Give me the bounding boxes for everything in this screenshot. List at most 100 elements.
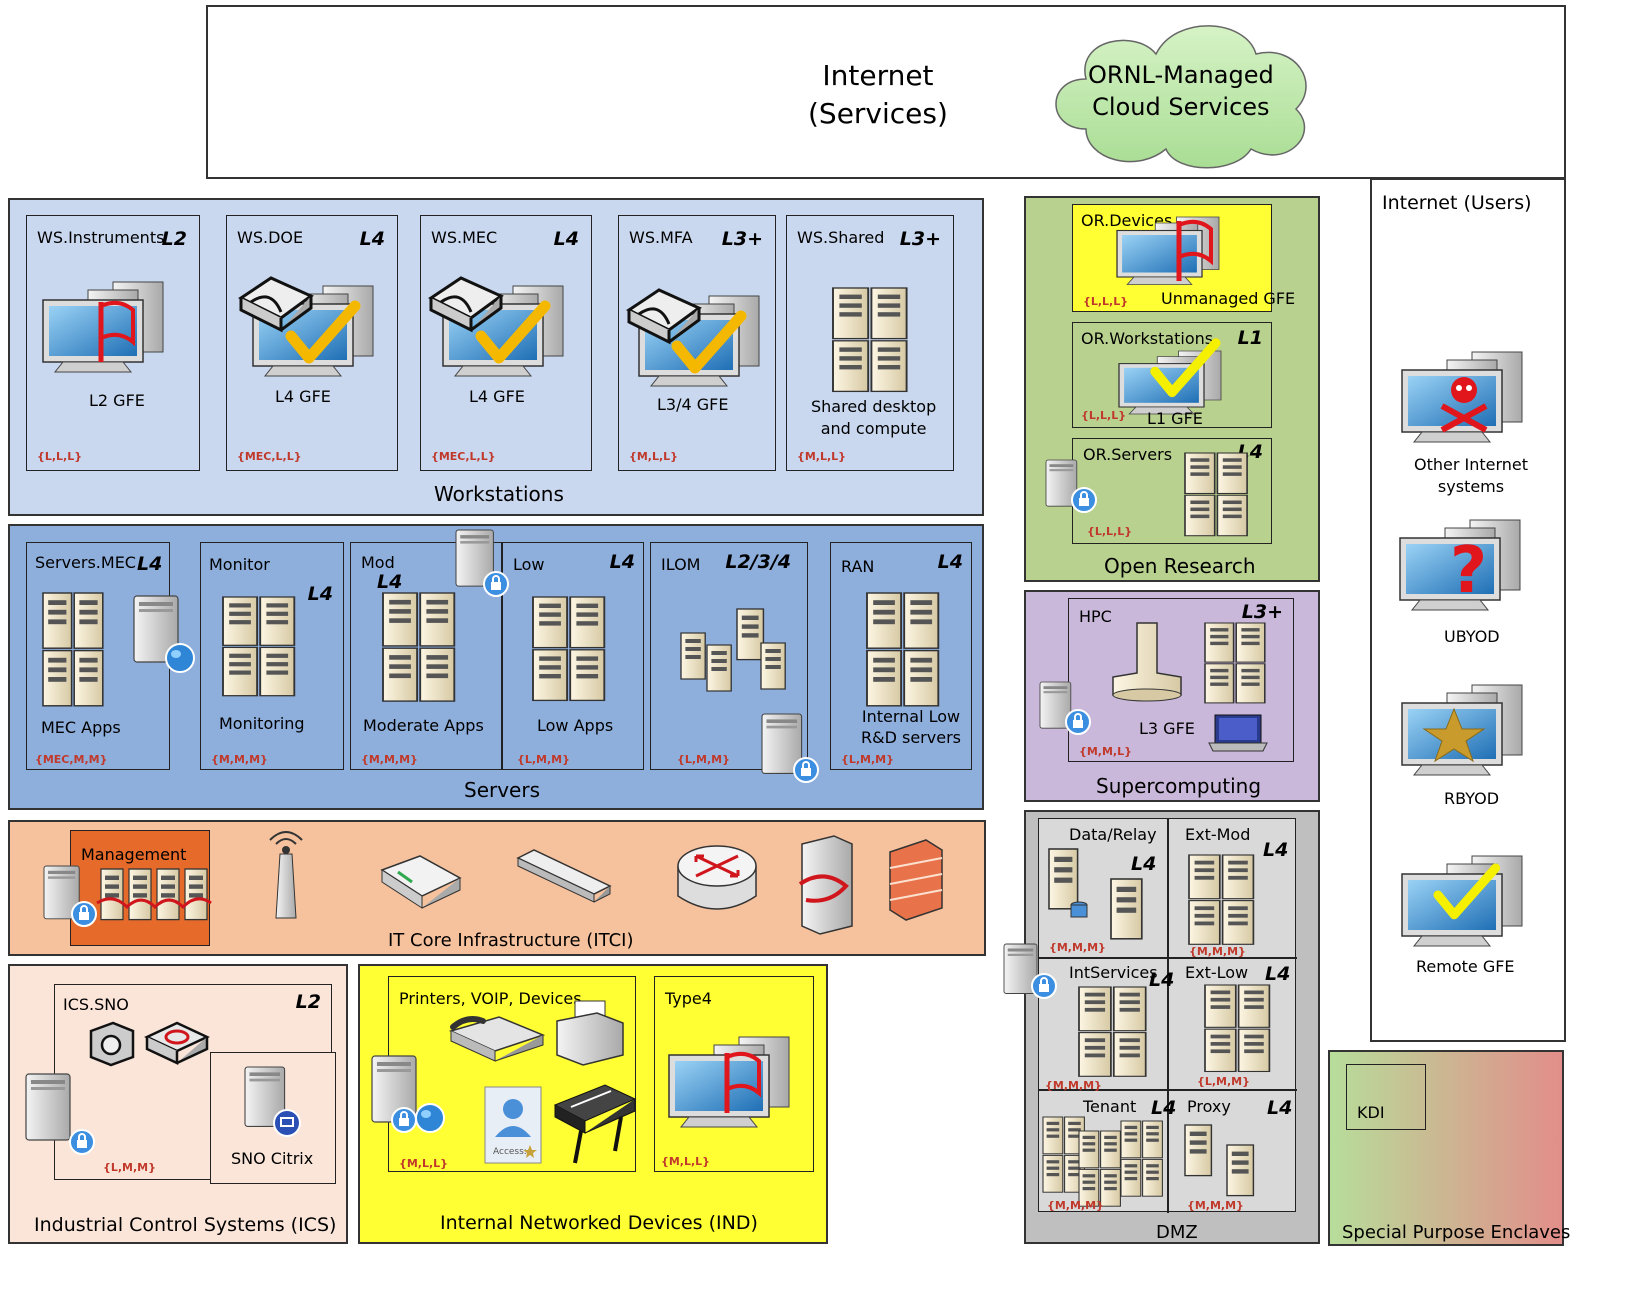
ilom-enclave: ILOM L2/3/4 {L,M,M} bbox=[650, 542, 808, 770]
management-servers-icon bbox=[96, 868, 212, 921]
dmz-cell-level: L4 bbox=[1267, 1097, 1293, 1119]
server-cluster-icon bbox=[680, 608, 786, 692]
workstation-pc-icon bbox=[42, 281, 164, 373]
special-purpose-region: KDI Special Purpose Enclaves bbox=[1328, 1050, 1570, 1246]
lock-icon bbox=[483, 571, 509, 597]
dmz-cell-code: {M,M,M} bbox=[1047, 1199, 1104, 1212]
supercomputing-title: Supercomputing bbox=[1096, 774, 1262, 798]
enclave-code: {M,M,M} bbox=[361, 753, 418, 766]
dmz-cell-code: {M,M,M} bbox=[1187, 1199, 1244, 1212]
enclave-caption: Internal Low R&D servers bbox=[861, 707, 961, 747]
dmz-cell-name: Data/Relay bbox=[1069, 825, 1157, 844]
network-hub-icon bbox=[380, 855, 462, 909]
dmz-cell-level: L4 bbox=[1151, 1097, 1177, 1119]
enclave-name: HPC bbox=[1079, 607, 1112, 626]
enclave-code: {L,M,M} bbox=[517, 753, 570, 766]
skull-icon bbox=[1440, 377, 1488, 433]
enclave-code: {M,M,M} bbox=[211, 753, 268, 766]
enclave-level: L2 bbox=[161, 228, 187, 250]
ind-region: Internal Networked Devices (IND) Printer… bbox=[358, 964, 828, 1244]
enclave-code: {L,L,L} bbox=[1081, 409, 1127, 422]
server-rack-icon bbox=[533, 597, 613, 707]
tenant-servers-icon bbox=[1043, 1117, 1167, 1197]
internet-title: Internet (Services) bbox=[808, 59, 948, 130]
ics-region: Industrial Control Systems (ICS) ICS.SNO… bbox=[8, 964, 348, 1244]
sno-citrix-enclave: SNO Citrix bbox=[210, 1052, 336, 1184]
network-switch-icon bbox=[516, 849, 612, 903]
citrix-server-icon bbox=[244, 1066, 301, 1137]
ics-title: Industrial Control Systems (ICS) bbox=[34, 1214, 337, 1236]
globe-icon bbox=[165, 643, 195, 673]
lock-icon bbox=[1071, 487, 1097, 513]
enclave-code: {M,L,L} bbox=[399, 1157, 448, 1170]
enclave-level: L3+ bbox=[1241, 601, 1283, 623]
enclave-code: {L,L,L} bbox=[37, 450, 83, 463]
kdi-enclave: KDI bbox=[1346, 1064, 1426, 1130]
badge-reader-text: Access: bbox=[493, 1147, 527, 1157]
dmz-cell-code: {M,M,M} bbox=[1045, 1079, 1102, 1092]
type4-pc-icon bbox=[668, 1036, 790, 1128]
lock-icon bbox=[1065, 709, 1091, 735]
web-server-icon bbox=[133, 595, 195, 673]
enclave-caption: L3/4 GFE bbox=[657, 395, 729, 414]
enclave-name: WS.MFA bbox=[629, 228, 693, 247]
secure-server-icon bbox=[1045, 459, 1097, 513]
lock-icon bbox=[391, 1107, 417, 1133]
sensor-icon bbox=[89, 1021, 135, 1067]
internet-users-region: Internet (Users) Other Internet systems … bbox=[1370, 178, 1566, 1042]
enclave-caption: L1 GFE bbox=[1147, 409, 1203, 428]
rbyod-pc-icon bbox=[1401, 684, 1523, 776]
management-label: Management bbox=[81, 845, 187, 864]
internet-users-title: Internet (Users) bbox=[1382, 192, 1532, 214]
enclave-level: L3+ bbox=[721, 228, 763, 250]
internet-services-region: Internet (Services) ORNL-Managed Cloud S… bbox=[206, 5, 1566, 179]
dmz-region: DMZ Data/Relay L4 {M,M,M} Ext-Mod L4 {M,… bbox=[1024, 810, 1320, 1244]
remote-gfe-label: Remote GFE bbox=[1416, 957, 1515, 976]
firewall-icon bbox=[889, 839, 943, 921]
enclave-caption: Unmanaged GFE bbox=[1161, 289, 1296, 308]
lock-icon bbox=[71, 901, 97, 927]
laptop-icon bbox=[1208, 714, 1268, 752]
cloud-icon bbox=[1055, 25, 1307, 169]
server-rack-icon bbox=[867, 593, 947, 713]
secure-server-icon bbox=[455, 529, 509, 597]
citrix-label: SNO Citrix bbox=[231, 1149, 314, 1168]
enclave-level: L4 bbox=[307, 583, 333, 605]
monitor-enclave: Monitor L4 Monitoring {M,M,M} bbox=[200, 542, 344, 770]
enclave-code: {L,L,L} bbox=[1087, 525, 1133, 538]
enclave-name: WS.Shared bbox=[797, 228, 885, 247]
secure-server-icon bbox=[43, 865, 97, 927]
enclave-code: {M,L,L} bbox=[629, 450, 678, 463]
dmz-cell-code: {L,M,M} bbox=[1197, 1075, 1250, 1088]
dmz-cell-level: L4 bbox=[1149, 969, 1175, 991]
lock-icon bbox=[1031, 973, 1057, 999]
enclave-level: L1 bbox=[1237, 327, 1263, 349]
server-rack-icon bbox=[223, 597, 303, 707]
enclave-code: {MEC,L,L} bbox=[237, 450, 302, 463]
dmz-cell-name: Ext-Low bbox=[1185, 963, 1249, 982]
enclave-code: {L,M,M} bbox=[841, 753, 894, 766]
unmanaged-pc-icon bbox=[1116, 216, 1220, 286]
server-rack-icon bbox=[1079, 987, 1159, 1087]
cloud-services-label: ORNL-Managed Cloud Services bbox=[1088, 61, 1274, 122]
enclave-level: L4 bbox=[553, 228, 579, 250]
lock-icon bbox=[69, 1129, 95, 1155]
enclave-level: L2 bbox=[295, 991, 321, 1013]
ubyod-label: UBYOD bbox=[1444, 627, 1500, 646]
dmz-title: DMZ bbox=[1156, 1222, 1198, 1243]
enclave-caption: L4 GFE bbox=[275, 387, 331, 406]
server-rack-icon bbox=[383, 593, 463, 713]
workstation-pc-icon bbox=[429, 276, 564, 377]
enclave-caption: Shared desktop and compute bbox=[811, 397, 937, 438]
low-enclave: Low L4 Low Apps {L,M,M} bbox=[502, 542, 644, 770]
mod-enclave: Mod L4 Moderate Apps {M,M,M} bbox=[350, 542, 502, 770]
enclave-caption: Moderate Apps bbox=[363, 716, 484, 735]
enclave-caption: L4 GFE bbox=[469, 387, 525, 406]
printer-icon bbox=[556, 1000, 624, 1066]
enclave-name: OR.Workstations bbox=[1081, 329, 1214, 348]
enclave-level: L4 bbox=[937, 551, 963, 573]
plotter-icon bbox=[553, 1084, 637, 1164]
enclave-name: Mod bbox=[361, 553, 395, 572]
server-rack-icon bbox=[1189, 855, 1269, 955]
enclave-level: L4 bbox=[377, 571, 403, 593]
